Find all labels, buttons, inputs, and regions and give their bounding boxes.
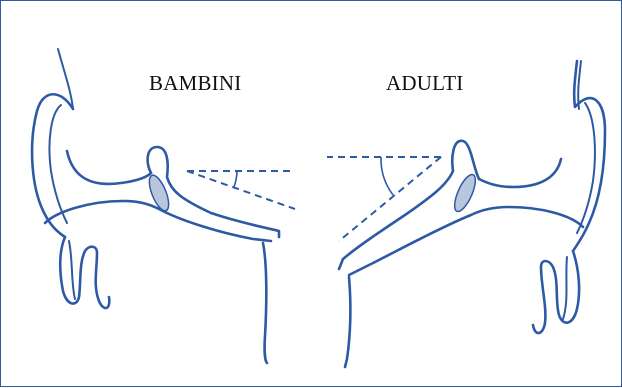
adult-ear-illustration <box>327 61 605 367</box>
children-label: BAMBINI <box>149 71 241 96</box>
child-ear-outer-contour <box>32 94 73 237</box>
child-tube-axis-line <box>187 171 295 209</box>
child-ear-illustration <box>32 49 295 363</box>
adult-canal-upper-wall <box>479 159 561 187</box>
child-ear-lobe-inner <box>69 241 75 299</box>
adult-neck-line <box>345 277 350 367</box>
child-ear-inner-fold <box>49 105 67 223</box>
adult-angle-arc <box>381 157 393 195</box>
child-angle-arc <box>234 171 237 187</box>
adult-ear-lobe <box>533 251 579 333</box>
adult-ear-lobe-inner <box>563 257 567 319</box>
adults-label: ADULTI <box>386 71 463 96</box>
adult-canal-lower-wall <box>349 207 583 275</box>
child-tragus <box>148 147 279 237</box>
child-canal-upper-wall <box>67 151 151 184</box>
child-ear-lobe <box>60 237 109 308</box>
adult-eustachian-tube <box>450 172 479 214</box>
child-neck-line <box>263 243 267 363</box>
